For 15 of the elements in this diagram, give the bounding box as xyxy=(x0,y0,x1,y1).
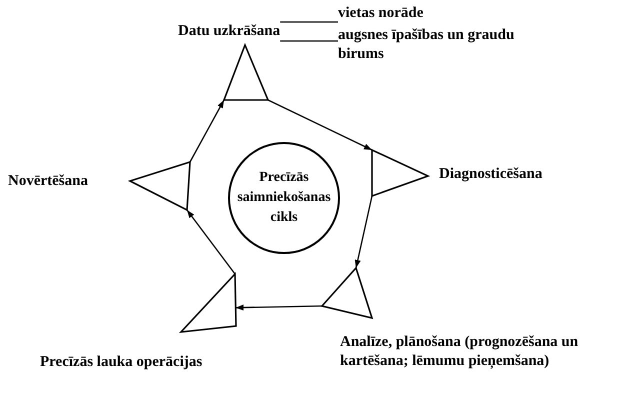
arrow xyxy=(268,99,372,151)
stage-label: Diagnosticēšana xyxy=(439,165,542,184)
arrow xyxy=(186,210,236,274)
arrow xyxy=(189,100,225,162)
stage-label: Datu uzkrāšana xyxy=(178,22,280,41)
leader-line xyxy=(280,40,338,42)
note-text: vietas norāde xyxy=(338,4,424,23)
leader-line xyxy=(280,21,338,23)
note-text: augsnes īpašības un graudu birums xyxy=(338,26,516,64)
stage-label: Analīze, plānošana (prognozēšana un kartēšana; lēmumu pieņemšana) xyxy=(340,333,580,371)
stage-label: Novērtēšana xyxy=(8,172,88,191)
arrow xyxy=(354,196,373,268)
arrow xyxy=(236,304,322,311)
stage-label: Precīzās lauka operācijas xyxy=(40,353,202,372)
cycle-circle: Precīzās saimniekošanas cikls xyxy=(228,142,340,254)
